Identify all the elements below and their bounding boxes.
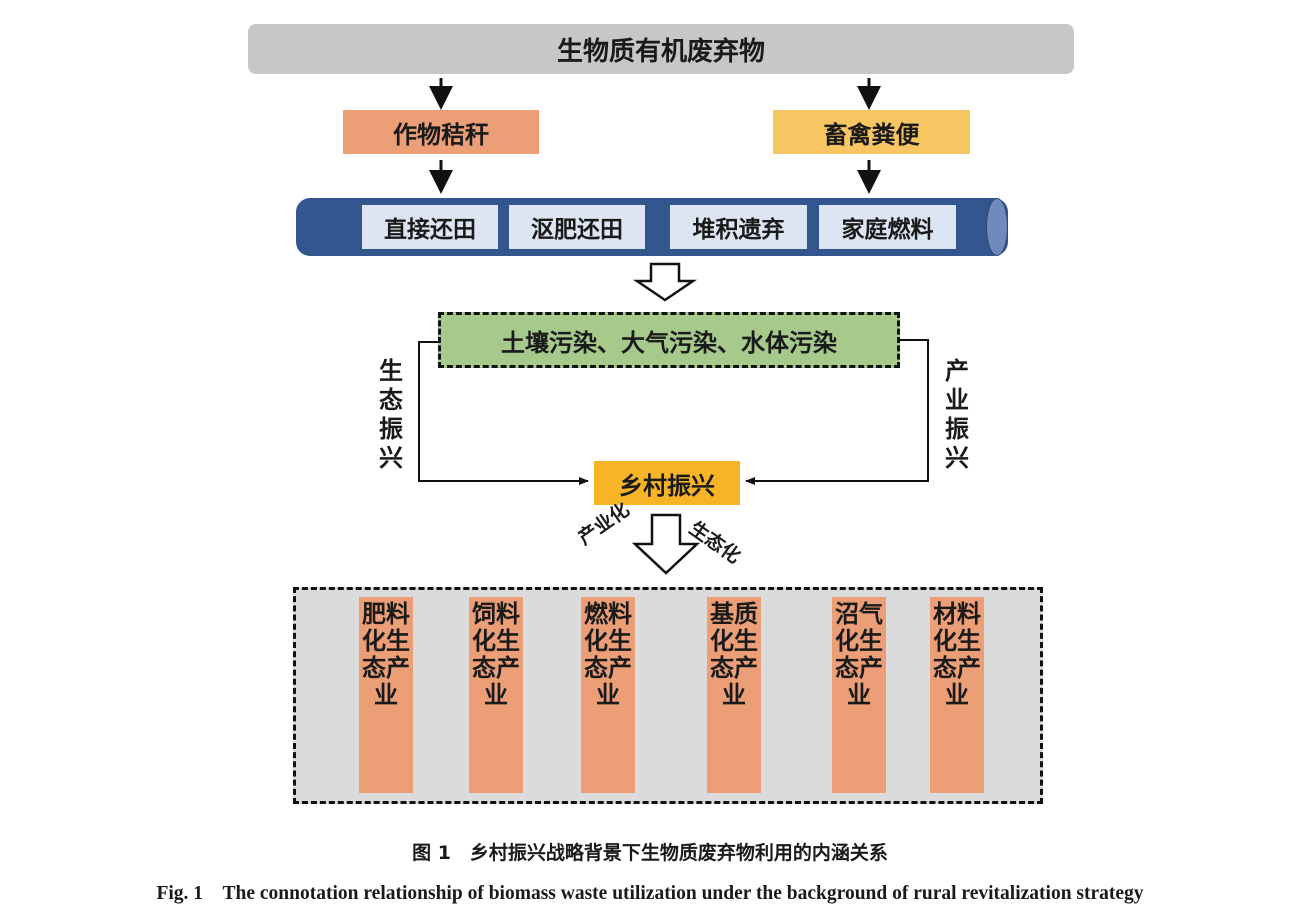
disposal-item-pile-abandon: 堆积遗弃 (670, 205, 807, 249)
disposal-item-compost-return: 沤肥还田 (509, 205, 645, 249)
disposal-pipe-end-cap (986, 198, 1008, 256)
industry-biogas: 沼气化生态产业 (832, 597, 886, 793)
disposal-item-direct-return: 直接还田 (362, 205, 498, 249)
industry-fuel: 燃料化生态产业 (581, 597, 635, 793)
industry-feed: 饲料化生态产业 (469, 597, 523, 793)
pollution-box: 土壤污染、大气污染、水体污染 (438, 312, 900, 368)
side-label-industrial-revitalization: 产业振兴 (945, 356, 969, 472)
top-banner: 生物质有机废弃物 (248, 24, 1074, 74)
hollow-arrow-to-industries (631, 513, 701, 575)
source-straw-box: 作物秸秆 (343, 110, 539, 154)
hollow-arrow-to-pollution (632, 262, 698, 302)
right-loop-line (745, 339, 929, 485)
industry-panel (293, 587, 1043, 804)
left-loop-line (418, 341, 589, 485)
industry-fertilizer: 肥料化生态产业 (359, 597, 413, 793)
figure-caption-chinese: 图 1 乡村振兴战略背景下生物质废弃物利用的内涵关系 (412, 842, 888, 864)
industry-material: 材料化生态产业 (930, 597, 984, 793)
side-label-ecological-revitalization: 生态振兴 (379, 356, 403, 472)
figure-caption-english: Fig. 1 The connotation relationship of b… (156, 883, 1144, 904)
industry-substrate: 基质化生态产业 (707, 597, 761, 793)
rural-revitalization-box: 乡村振兴 (594, 461, 740, 505)
disposal-item-household-fuel: 家庭燃料 (819, 205, 956, 249)
source-manure-box: 畜禽粪便 (773, 110, 970, 154)
